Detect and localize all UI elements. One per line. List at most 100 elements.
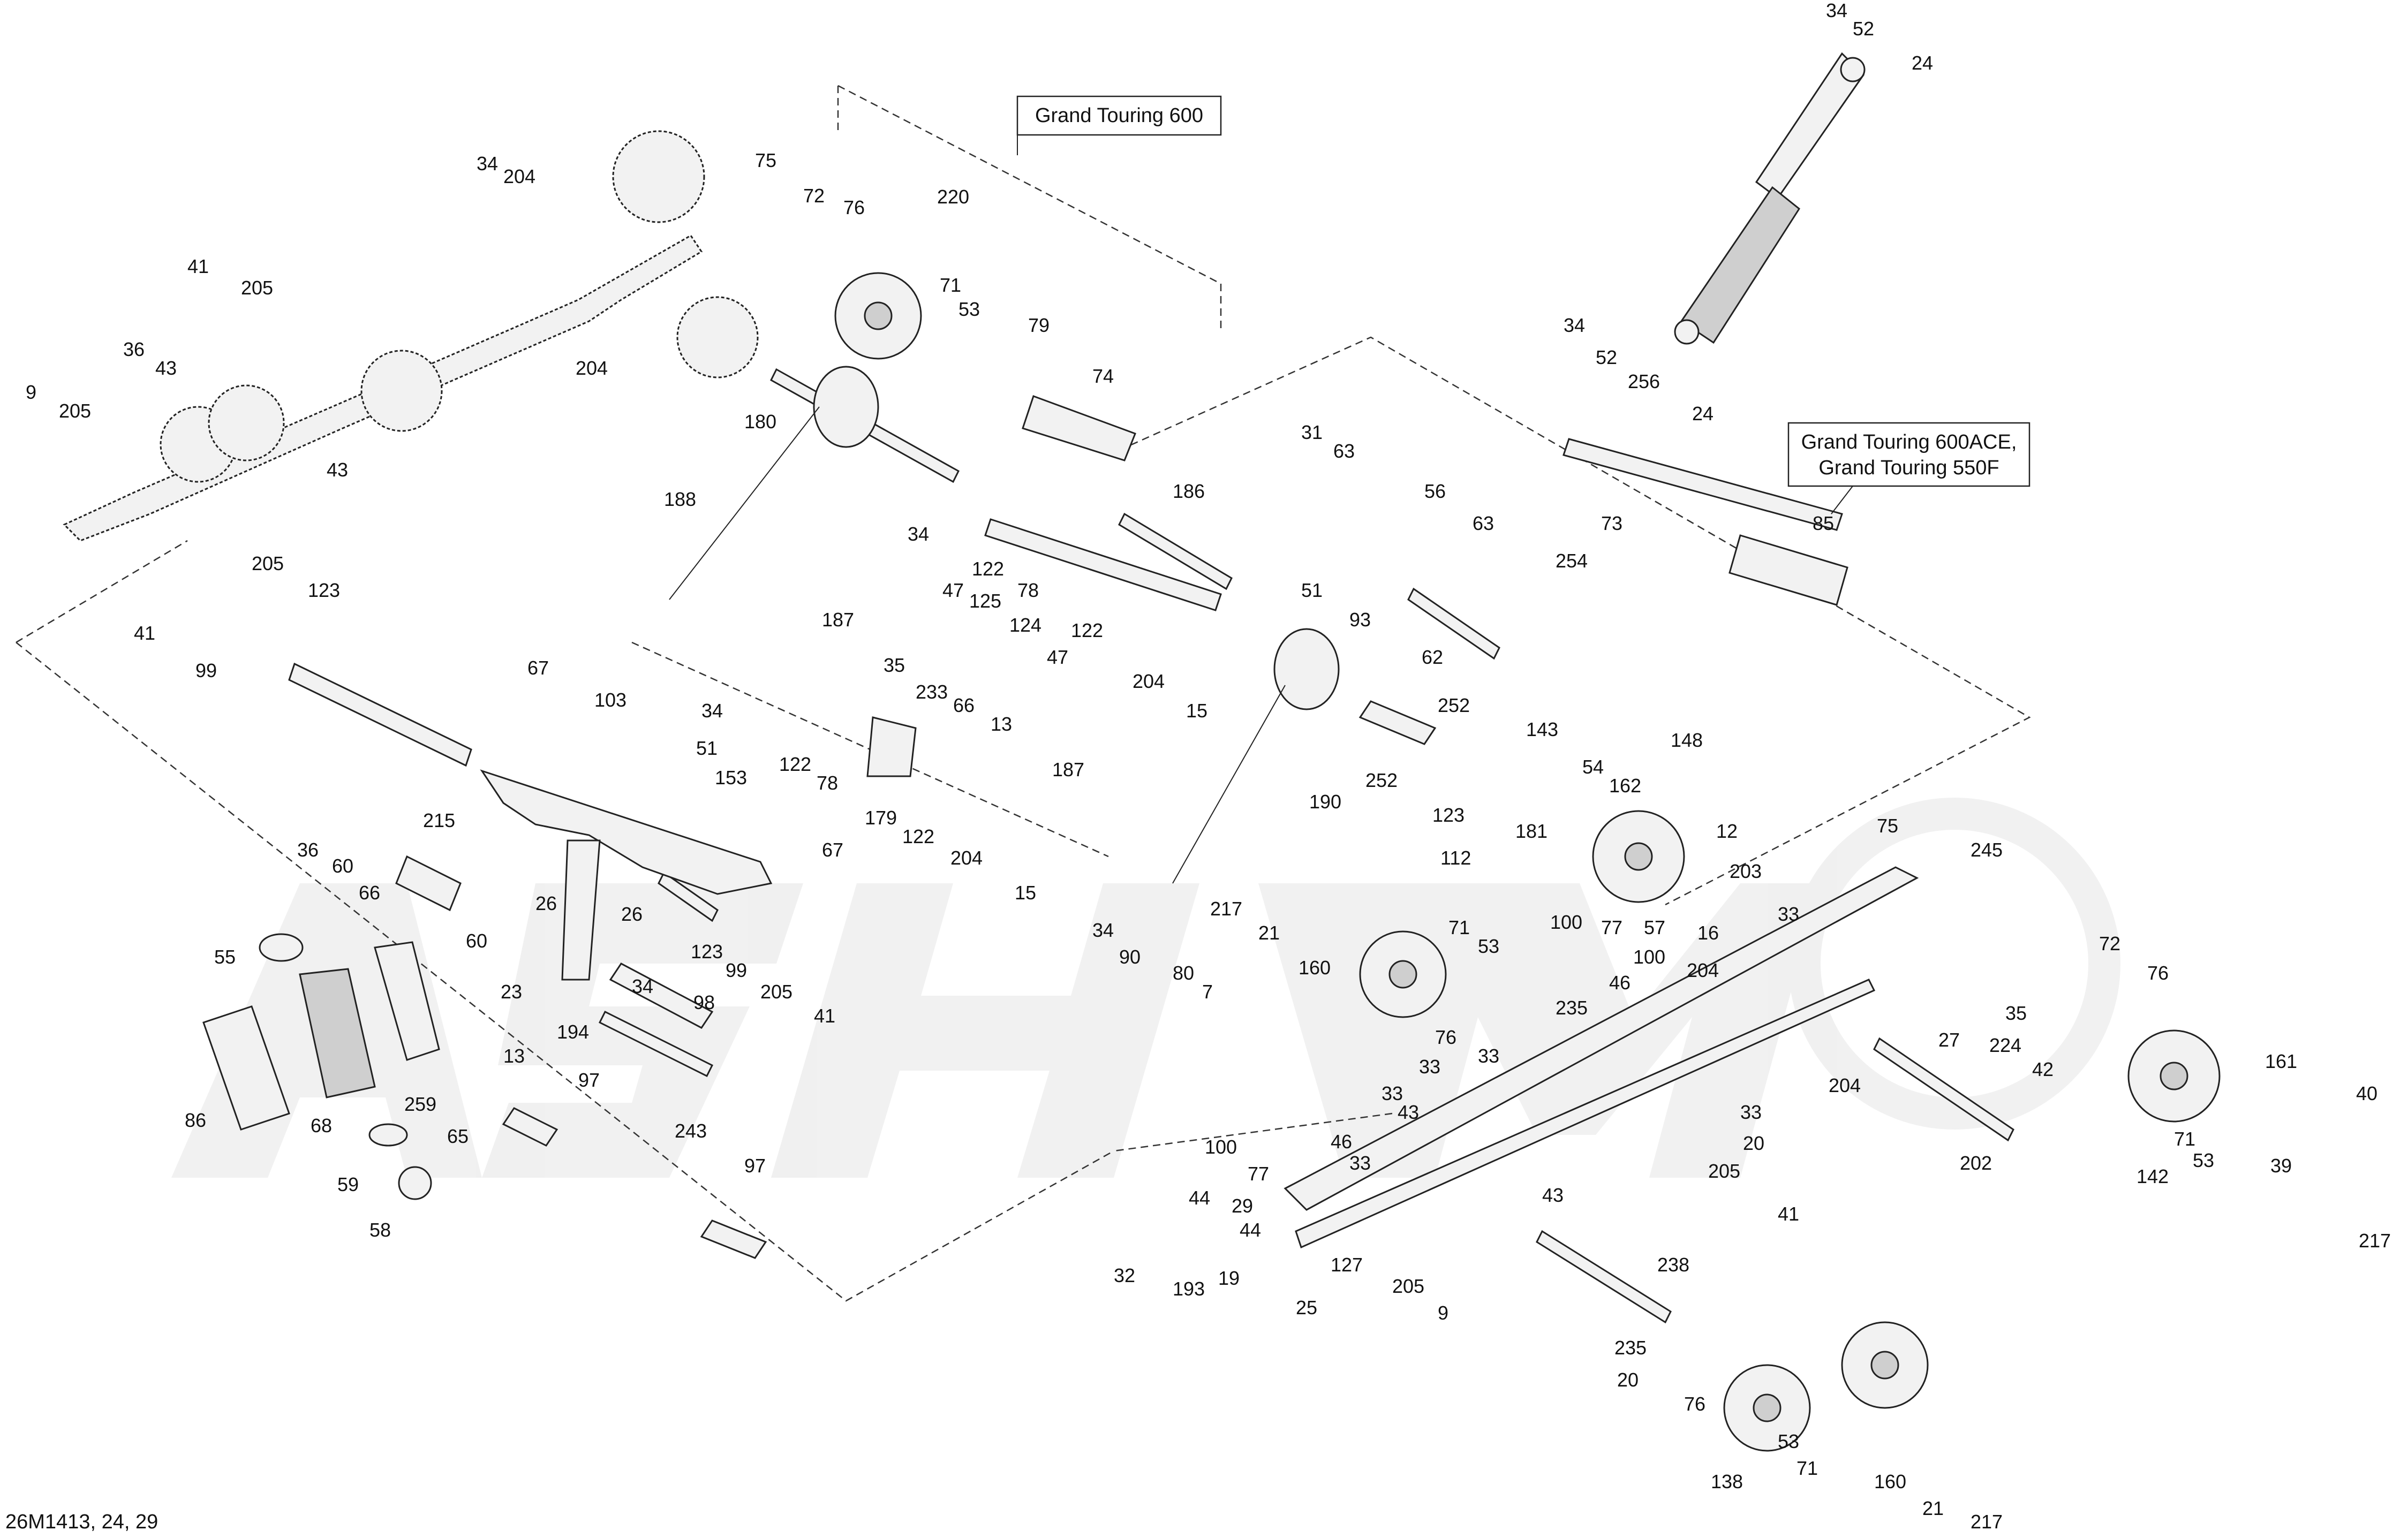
part-label: 33 [1349, 1152, 1371, 1174]
part-label: 97 [578, 1069, 600, 1091]
part-label: 162 [1609, 775, 1641, 797]
part-label: 46 [1331, 1131, 1352, 1153]
part-label: 33 [1778, 903, 1799, 925]
part-label: 26 [535, 892, 557, 914]
part-label: 77 [1248, 1163, 1269, 1185]
part-label: 204 [1829, 1074, 1861, 1096]
part-label: 160 [1299, 957, 1331, 979]
part-label: 123 [691, 941, 723, 963]
part-label: 33 [1740, 1101, 1762, 1123]
part-label: 66 [953, 694, 975, 716]
part-label: 77 [1601, 916, 1622, 938]
part-label: 76 [1435, 1026, 1456, 1048]
part-label: 63 [1333, 440, 1355, 462]
part-label: 235 [1556, 997, 1588, 1019]
part-label: 98 [693, 991, 715, 1013]
part-label: 36 [123, 338, 145, 360]
part-label: 85 [1813, 512, 1834, 534]
part-label: 86 [185, 1109, 206, 1131]
part-label: 24 [1692, 403, 1713, 425]
part-label: 9 [26, 381, 36, 403]
part-label: 193 [1173, 1278, 1205, 1300]
part-label: 220 [937, 186, 969, 208]
part-label: 34 [1564, 314, 1585, 336]
part-label: 42 [2032, 1058, 2054, 1080]
part-label: 125 [969, 590, 1001, 612]
part-label: 67 [527, 657, 549, 679]
part-label: 53 [1778, 1430, 1799, 1452]
part-label: 71 [940, 274, 961, 296]
part-label: 161 [2265, 1050, 2297, 1072]
part-label: 27 [1938, 1029, 1960, 1051]
part-label: 21 [1258, 922, 1280, 944]
part-label: 233 [916, 681, 948, 703]
part-label: 99 [726, 959, 747, 981]
part-label: 51 [696, 737, 718, 759]
part-label: 53 [1478, 935, 1499, 957]
part-label: 51 [1301, 579, 1323, 601]
part-label: 65 [447, 1125, 469, 1147]
part-label: 39 [2270, 1155, 2292, 1177]
part-label: 217 [1210, 898, 1242, 920]
watermark [171, 798, 2120, 1178]
callout-text: Grand Touring 600 [1035, 104, 1203, 127]
part-label: 15 [1186, 700, 1207, 722]
part-label: 41 [814, 1005, 835, 1027]
part-label: 127 [1331, 1254, 1363, 1276]
part-label: 34 [477, 153, 498, 175]
part-label: 20 [1617, 1369, 1639, 1391]
slide-rails [1284, 866, 1919, 1249]
part-label: 72 [2099, 933, 2120, 954]
part-label: 72 [803, 185, 825, 207]
part-label: 31 [1301, 421, 1323, 443]
part-label: 204 [950, 847, 983, 869]
part-label: 205 [1708, 1160, 1740, 1182]
front-arm-assembly [480, 518, 1222, 981]
part-label: 122 [972, 558, 1004, 580]
part-label: 67 [822, 839, 843, 861]
part-label: 71 [1796, 1457, 1818, 1479]
part-label: 29 [1232, 1195, 1253, 1217]
part-label: 52 [1853, 18, 1874, 40]
part-label: 43 [155, 357, 177, 379]
shafts [288, 368, 2014, 1324]
part-label: 57 [1644, 916, 1665, 938]
part-label: 123 [308, 579, 340, 601]
part-label: 160 [1874, 1471, 1906, 1492]
rear-shock-absorber [1674, 52, 1866, 345]
part-label: 52 [1596, 346, 1617, 368]
part-label: 34 [701, 700, 723, 722]
part-label: 186 [1173, 480, 1205, 502]
part-label: 23 [501, 981, 522, 1003]
part-label: 78 [1017, 579, 1039, 601]
part-label: 34 [908, 523, 929, 545]
part-label: 25 [1296, 1297, 1317, 1319]
part-label: 252 [1438, 694, 1470, 716]
part-label: 33 [1382, 1082, 1403, 1104]
part-label: 179 [865, 807, 897, 829]
torsion-springs [669, 366, 1340, 884]
part-label: 97 [744, 1155, 766, 1177]
suspension-rail-assembly [63, 130, 759, 542]
part-label: 194 [557, 1021, 589, 1043]
part-label: 79 [1028, 314, 1050, 336]
part-label: 74 [1092, 365, 1114, 387]
part-label: 35 [2005, 1002, 2027, 1024]
part-label: 15 [1015, 882, 1036, 904]
part-label: 60 [466, 930, 487, 952]
part-label: 122 [1071, 619, 1103, 641]
part-label: 205 [252, 552, 284, 574]
part-label: 33 [1419, 1056, 1440, 1078]
part-label: 41 [134, 622, 155, 644]
part-label: 204 [1133, 670, 1165, 692]
part-label: 256 [1628, 370, 1660, 392]
part-label: 54 [1582, 756, 1604, 778]
part-label: 123 [1432, 804, 1465, 826]
part-label: 53 [2193, 1149, 2214, 1171]
part-label: 43 [1542, 1184, 1564, 1206]
part-label: 62 [1422, 646, 1443, 668]
part-label: 143 [1526, 718, 1558, 740]
part-label: 80 [1173, 962, 1194, 984]
part-label: 112 [1440, 847, 1471, 869]
idler-wheels [834, 272, 2221, 1452]
